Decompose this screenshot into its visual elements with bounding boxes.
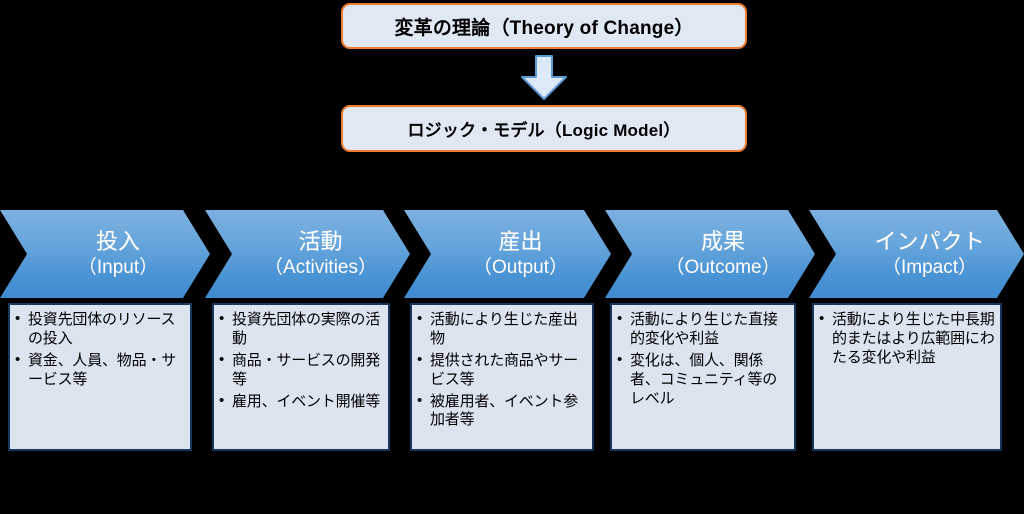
bullet-list: 投資先団体のリソースの投入資金、人員、物品・サービス等 (14, 310, 185, 390)
stage-chevron-input: 投入 （Input） (0, 210, 210, 298)
bullet-list: 投資先団体の実際の活動商品・サービスの開発等雇用、イベント開催等 (218, 310, 383, 412)
bullet-list: 活動により生じた中長期的またはより広範囲にわたる変化や利益 (818, 310, 995, 368)
stage-title-ja-outcome: 成果 (700, 229, 745, 255)
stage-title-en-input: （Input） (77, 256, 159, 278)
stage-details-activities: 投資先団体の実際の活動商品・サービスの開発等雇用、イベント開催等 (212, 303, 390, 451)
bullet-item: 投資先団体のリソースの投入 (14, 310, 185, 349)
stage-title-ja-impact: インパクト (874, 229, 985, 255)
bullet-list: 活動により生じた直接的変化や利益変化は、個人、関係者、コミュニティ等のレベル (616, 310, 789, 409)
bullet-item: 活動により生じた産出物 (416, 310, 587, 349)
bullet-item: 被雇用者、イベント参加者等 (416, 392, 587, 431)
bullet-item: 活動により生じた中長期的またはより広範囲にわたる変化や利益 (818, 310, 995, 368)
theory-of-change-label: 変革の理論（Theory of Change） (394, 17, 694, 39)
stage-title-en-activities: （Activities） (264, 256, 377, 278)
stage-details-input: 投資先団体のリソースの投入資金、人員、物品・サービス等 (8, 303, 192, 451)
stage-details-outcome: 活動により生じた直接的変化や利益変化は、個人、関係者、コミュニティ等のレベル (610, 303, 796, 451)
bullet-item: 資金、人員、物品・サービス等 (14, 351, 185, 390)
stage-title-en-output: （Output） (472, 256, 569, 278)
stage-chevron-activities: 活動 （Activities） (205, 210, 410, 298)
bullet-item: 提供された商品やサービス等 (416, 351, 587, 390)
stage-details-output: 活動により生じた産出物提供された商品やサービス等被雇用者、イベント参加者等 (410, 303, 594, 451)
stage-chevron-outcome: 成果 （Outcome） (605, 210, 815, 298)
bullet-item: 投資先団体の実際の活動 (218, 310, 383, 349)
bullet-item: 変化は、個人、関係者、コミュニティ等のレベル (616, 351, 789, 409)
bullet-item: 商品・サービスの開発等 (218, 351, 383, 390)
logic-model-box: ロジック・モデル（Logic Model） (341, 105, 747, 152)
logic-model-label: ロジック・モデル（Logic Model） (407, 121, 681, 140)
theory-of-change-box: 変革の理論（Theory of Change） (341, 3, 747, 49)
stage-chevron-output: 産出 （Output） (404, 210, 611, 298)
stage-title-en-impact: （Impact） (881, 256, 978, 278)
stage-details-impact: 活動により生じた中長期的またはより広範囲にわたる変化や利益 (812, 303, 1002, 451)
stage-title-ja-output: 産出 (498, 229, 543, 255)
down-arrow-icon (516, 55, 572, 101)
stage-title-en-outcome: （Outcome） (665, 256, 781, 278)
stage-title-ja-activities: 活動 (298, 229, 343, 255)
bullet-list: 活動により生じた産出物提供された商品やサービス等被雇用者、イベント参加者等 (416, 310, 587, 431)
bullet-item: 活動により生じた直接的変化や利益 (616, 310, 789, 349)
stage-chevron-impact: インパクト （Impact） (809, 210, 1024, 298)
bullet-item: 雇用、イベント開催等 (218, 392, 383, 412)
stage-title-ja-input: 投入 (95, 229, 140, 255)
